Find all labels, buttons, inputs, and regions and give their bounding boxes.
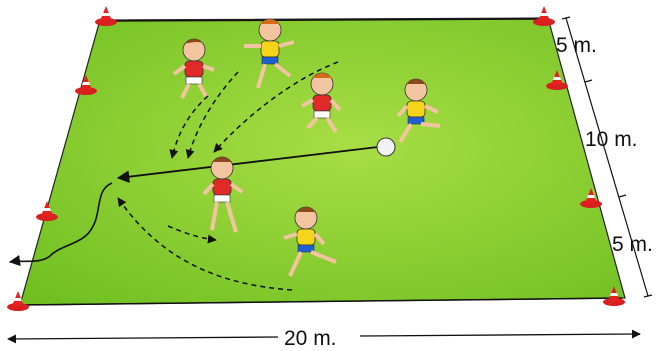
label-bottom-section: 5 m. bbox=[612, 233, 653, 256]
side-tick-1 bbox=[585, 80, 592, 82]
label-top-section: 5 m. bbox=[556, 34, 597, 57]
pitch bbox=[20, 18, 625, 305]
ball bbox=[377, 138, 395, 156]
width-dimension-right bbox=[360, 334, 640, 336]
cone-top-right bbox=[533, 6, 555, 26]
label-width: 20 m. bbox=[284, 327, 337, 350]
label-middle-section: 10 m. bbox=[585, 128, 638, 151]
side-tick-2 bbox=[619, 195, 626, 197]
cone-top-left bbox=[95, 6, 117, 26]
width-dimension-left bbox=[8, 337, 278, 339]
